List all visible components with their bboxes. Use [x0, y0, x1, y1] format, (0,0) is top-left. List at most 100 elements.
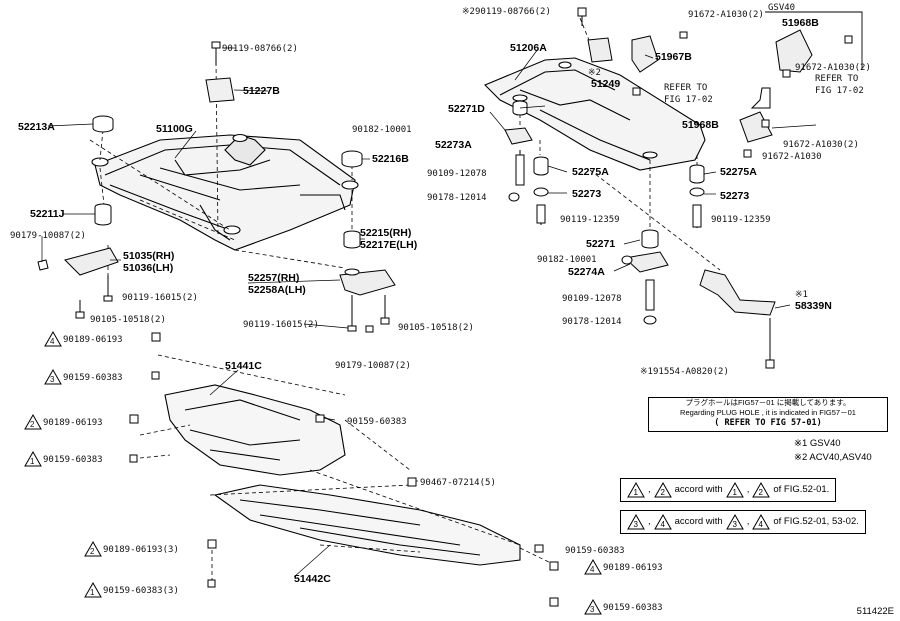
label-90119-12359-a: 90119-12359: [560, 215, 620, 225]
svg-text:3: 3: [732, 520, 737, 529]
accord-1-comma-2: ,: [746, 484, 750, 495]
label-90105-10518-left: 90105-10518(2): [90, 315, 166, 325]
label-90179-10087-left: 90179-10087(2): [10, 231, 86, 241]
label-90109-12078-a: 90109-12078: [427, 169, 487, 179]
mark-2-top: ※2: [462, 7, 475, 17]
tri-1-b: 1: [90, 588, 95, 597]
label-51967B: 51967B: [655, 51, 692, 63]
label-51249: 51249: [591, 78, 620, 90]
small-clips: [129, 332, 559, 607]
label-90109-12078-b: 90109-12078: [562, 294, 622, 304]
triangle-4-icon: 4: [653, 514, 672, 530]
bracket-51227B: [205, 77, 235, 103]
accord-1-text: accord with: [674, 484, 723, 495]
label-51036: 51036(LH): [123, 262, 173, 274]
rear-mounts: [504, 100, 705, 325]
label-52271D: 52271D: [448, 103, 485, 115]
label-58339N: 58339N: [795, 300, 832, 312]
label-52273-b: 52273: [720, 190, 749, 202]
triangle-callouts: 4 3 2 1 2 1 4 3: [24, 331, 602, 615]
label-90119-08766-left: 90119-08766(2): [222, 44, 298, 54]
legend-2: ※2 ACV40,ASV40: [794, 452, 872, 463]
accord-2-figure: of FIG.52-01, 53-02.: [773, 516, 859, 527]
brace-58339N: [699, 269, 776, 369]
label-51227B: 51227B: [243, 85, 280, 97]
label-51206A: 51206A: [510, 42, 547, 54]
label-90467-07214: 90467-07214(5): [420, 478, 496, 488]
member-51206A: [484, 57, 706, 171]
triangle-3-icon: 3: [627, 514, 645, 530]
bolts-left-lower: [75, 275, 113, 319]
label-90159-60383-b: 90159-60383: [347, 417, 407, 427]
label-52275A-a: 52275A: [572, 166, 609, 178]
mount-52215: [343, 230, 361, 249]
label-90182-10001-a: 90182-10001: [352, 125, 412, 135]
label-52216B: 52216B: [372, 153, 409, 165]
part-labels: 90119-08766(2) 51227B 52213A 51100G 5221…: [10, 3, 871, 613]
svg-text:2: 2: [660, 488, 665, 497]
label-51968B: 51968B: [782, 17, 819, 29]
label-90159-60383-a: 90159-60383: [63, 373, 123, 383]
triangle-3-icon: 3: [725, 514, 744, 530]
mark-1-91554: ※1: [640, 367, 653, 377]
accord-2-comma-2: ,: [746, 516, 750, 527]
label-52271: 52271: [586, 238, 615, 250]
label-91672-A1030-b: 91672-A1030(2): [795, 63, 871, 73]
label-90159-60383-e: 90159-60383: [603, 603, 663, 613]
label-51035: 51035(RH): [123, 250, 174, 262]
label-90189-06193-c: 90189-06193: [603, 563, 663, 573]
label-91672-A1030-a: 91672-A1030(2): [688, 10, 764, 20]
refer-17-02-a-2: FIG 17-02: [664, 95, 713, 105]
accord-1-figure: of FIG.52-01.: [773, 484, 830, 495]
bushing-52216B: [341, 150, 363, 168]
triangle-2-icon: 2: [752, 482, 771, 498]
bolt-90119-08766-left: [211, 41, 221, 65]
svg-text:1: 1: [732, 488, 737, 497]
label-91554-A0820: 91554-A0820(2): [653, 367, 729, 377]
label-90119-16015-left: 90119-16015(2): [122, 293, 198, 303]
label-52273-a: 52273: [572, 188, 601, 200]
cover-51442C: [213, 484, 521, 566]
arrow-icon: [750, 87, 771, 109]
label-52215: 52215(RH): [360, 227, 411, 239]
label-90119-08766-top: 90119-08766(2): [475, 7, 551, 17]
accord-1-comma: ,: [648, 484, 651, 495]
cap-90179-10087: [37, 259, 49, 271]
refer-17-02-b-2: FIG 17-02: [815, 86, 864, 96]
label-52273A: 52273A: [435, 139, 472, 151]
figure-id: 511422E: [856, 606, 894, 617]
label-52217E: 52217E(LH): [360, 239, 417, 251]
note-english: Regarding PLUG HOLE , it is indicated in…: [680, 408, 856, 417]
triangle-2-icon: 2: [653, 482, 672, 498]
tri-4-a: 4: [50, 337, 55, 346]
label-91672-A1030-c: 91672-A1030(2): [783, 140, 859, 150]
mark-2-51249: ※2: [588, 68, 601, 78]
label-52257: 52257(RH): [248, 272, 299, 284]
label-90178-12014-a: 90178-12014: [427, 193, 487, 203]
label-52213A: 52213A: [18, 121, 55, 133]
label-52258A: 52258A(LH): [248, 284, 306, 296]
label-52211J: 52211J: [30, 208, 65, 220]
tri-4-b: 4: [590, 565, 595, 574]
bushing-52211J: [94, 203, 112, 226]
label-51441C: 51441C: [225, 360, 262, 372]
bolts-center-lower: [347, 295, 390, 333]
brackets-right-top: [577, 7, 853, 158]
label-90119-12359-b: 90119-12359: [711, 215, 771, 225]
cover-51441C: [164, 384, 346, 476]
accord-2-comma: ,: [648, 516, 651, 527]
svg-text:1: 1: [634, 488, 639, 497]
label-51442C: 51442C: [294, 573, 331, 585]
refer-17-02-b-1: REFER TO: [815, 74, 858, 84]
dashed-guides-covers: [139, 354, 556, 580]
accord-box-2: 3 , 4 accord with 3 , 4 of FIG.52-01, 53…: [620, 510, 866, 534]
tri-1-a: 1: [30, 457, 35, 466]
tri-2-a: 2: [30, 420, 35, 429]
crossmember-51100G: [91, 133, 359, 251]
note-reference: ( REFER TO FIG 57-01): [714, 418, 822, 428]
label-90159-60383-3: 90159-60383(3): [103, 586, 179, 596]
triangle-1-icon: 1: [627, 482, 645, 498]
label-90189-06193-a: 90189-06193: [63, 335, 123, 345]
gsv40-frame: [765, 11, 863, 70]
